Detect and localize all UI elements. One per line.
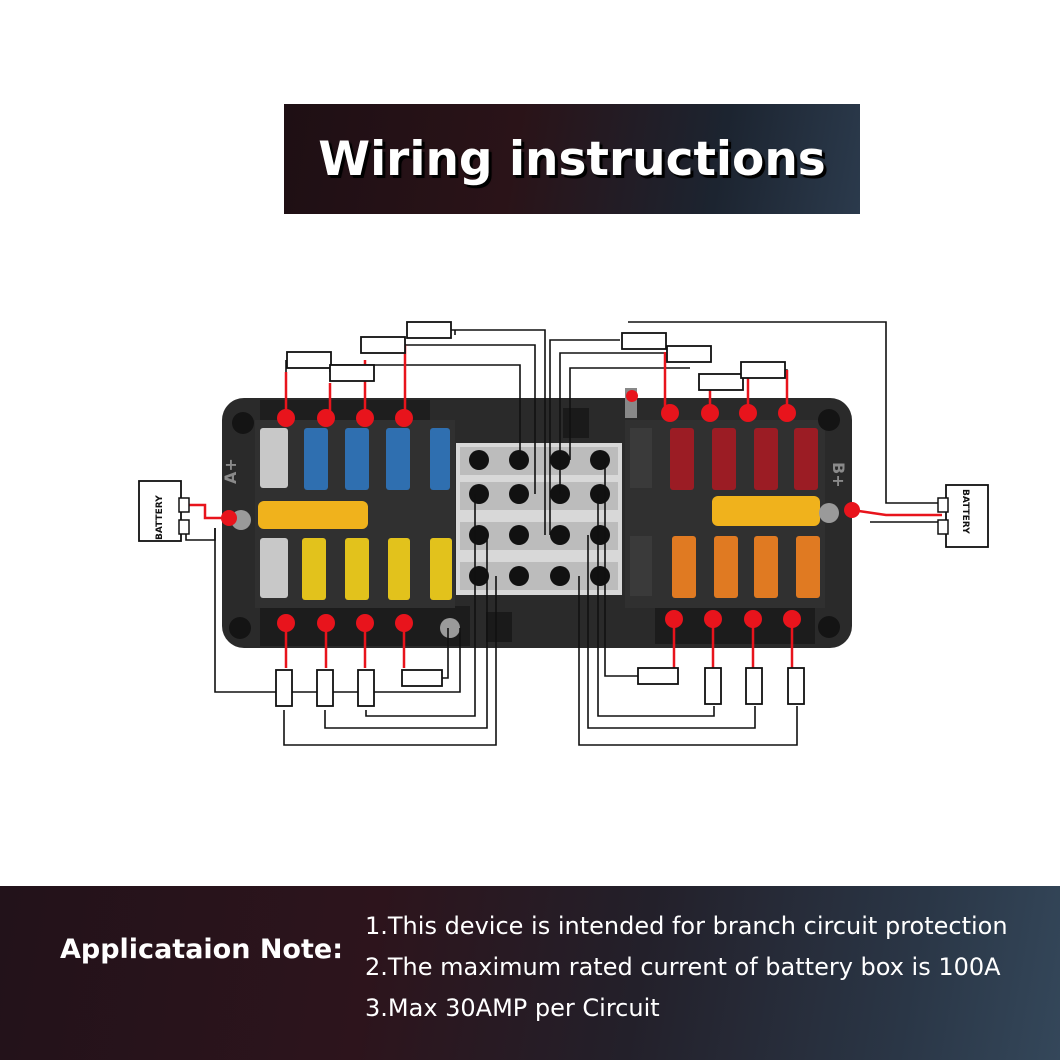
fuse-red <box>794 428 818 490</box>
power-bus-bar-right <box>712 496 820 526</box>
power-stud-right <box>819 503 839 523</box>
fuse-red <box>712 428 736 490</box>
right-lower-fuses <box>630 536 820 598</box>
terminal-label-b: B+ <box>829 462 848 488</box>
application-note-heading: Applicataion Note: <box>60 934 343 965</box>
ground-stud-slot <box>486 612 512 642</box>
right-upper-fuses <box>630 428 818 490</box>
terminal-label-a: A+ <box>221 458 240 484</box>
fuse-slot <box>630 428 652 488</box>
battery-positive-wire-right <box>851 508 942 517</box>
fuse-orange <box>796 536 820 598</box>
fuse-orange <box>754 536 778 598</box>
battery-left <box>138 480 190 542</box>
fuse-yellow <box>388 538 410 600</box>
application-note-banner: Applicataion Note: 1.This device is inte… <box>0 886 1060 1060</box>
fuse-orange <box>672 536 696 598</box>
circuit-wires <box>185 321 942 746</box>
application-note-line: 2.The maximum rated current of battery b… <box>365 953 1001 981</box>
fuse-red <box>754 428 778 490</box>
title-banner: Wiring instructions <box>284 104 860 214</box>
application-note-line: 1.This device is intended for branch cir… <box>365 912 1008 940</box>
mount-hole <box>818 409 840 431</box>
mount-hole <box>818 616 840 638</box>
fuse-clear <box>260 538 288 598</box>
fuse-blue <box>345 428 369 490</box>
fuse-clear <box>260 428 288 488</box>
mount-hole <box>232 412 254 434</box>
mount-hole <box>229 617 251 639</box>
fuse-yellow <box>302 538 326 600</box>
ground-terminals <box>469 450 610 586</box>
fuse-blue <box>430 428 450 490</box>
load-wires-red <box>284 345 794 668</box>
battery-right <box>937 484 989 548</box>
fuse-red <box>670 428 694 490</box>
left-lower-fuses <box>260 538 452 600</box>
application-note-line: 3.Max 30AMP per Circuit <box>365 994 660 1022</box>
power-bus-bar-left <box>258 501 368 529</box>
fuse-yellow <box>430 538 452 600</box>
fuse-block-top-rail <box>260 400 430 422</box>
fuse-slot <box>630 536 652 596</box>
load-symbols <box>275 321 805 707</box>
battery-positive-wire-left <box>186 503 229 520</box>
battery-left-label: BATTERY <box>155 495 165 540</box>
fuse-yellow <box>345 538 369 600</box>
battery-right-label: BATTERY <box>960 489 970 534</box>
left-upper-fuses <box>260 428 450 490</box>
ground-stud-bottom <box>440 618 460 638</box>
fuse-blue <box>386 428 410 490</box>
fuse-blue <box>304 428 328 490</box>
application-note-list: 1.This device is intended for branch cir… <box>365 906 1008 1029</box>
fuse-orange <box>714 536 738 598</box>
ground-stud-slot <box>563 408 589 438</box>
page-title: Wiring instructions <box>318 131 826 187</box>
